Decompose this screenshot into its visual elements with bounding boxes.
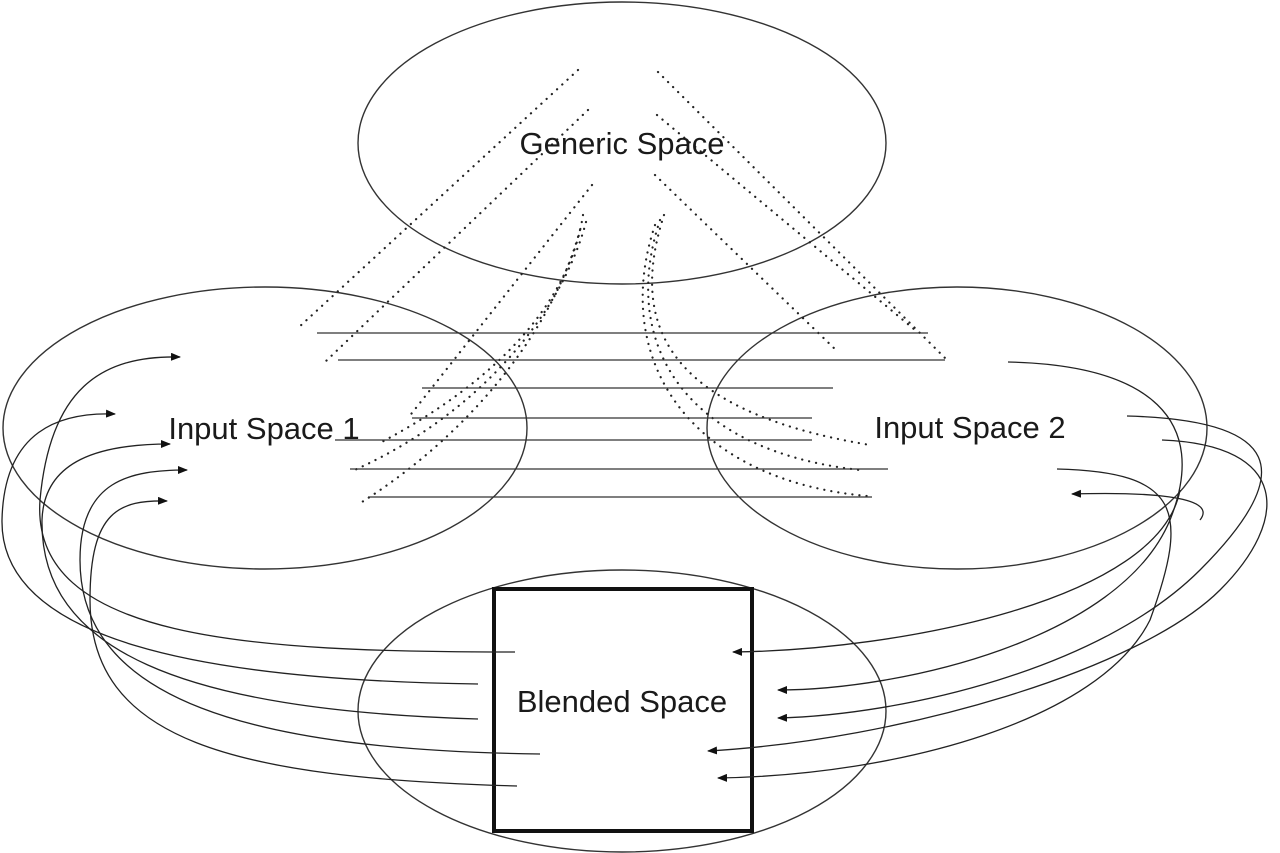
projection-arrow xyxy=(79,466,541,755)
input-space-1-ellipse xyxy=(2,286,528,570)
blended-space-box xyxy=(492,587,754,833)
generic-projection-line xyxy=(647,218,862,472)
generic-projection-line xyxy=(348,220,588,474)
projection-arrow xyxy=(732,489,1181,656)
generic-space-label: Generic Space xyxy=(519,126,724,161)
projection-arrow xyxy=(777,415,1263,722)
projection-arrow xyxy=(41,440,479,720)
input1-to-blend-projections xyxy=(1,352,541,787)
generic-projection-line xyxy=(296,68,580,330)
generic-projection-line xyxy=(376,213,585,446)
generic-projection-line xyxy=(406,183,594,420)
input-space-1-label: Input Space 1 xyxy=(168,411,359,446)
blended-space-ellipse xyxy=(357,569,887,853)
generic-projection-line xyxy=(655,113,917,332)
projection-arrow xyxy=(1071,489,1204,521)
generic-space-ellipse xyxy=(357,1,887,285)
generic-projections xyxy=(296,68,947,504)
input2-to-blend-projections xyxy=(707,361,1268,782)
projection-arrow xyxy=(717,468,1172,782)
projection-arrow xyxy=(707,439,1268,755)
blended-space-label: Blended Space xyxy=(517,684,727,719)
projection-arrow xyxy=(777,361,1183,694)
cross-space-mappings xyxy=(317,332,945,498)
generic-projection-line xyxy=(651,213,872,447)
projection-arrow xyxy=(89,496,518,787)
input2-short-arrows xyxy=(1071,489,1204,521)
projection-arrow xyxy=(39,352,516,653)
generic-projection-line xyxy=(656,70,947,360)
input-space-2-label: Input Space 2 xyxy=(874,410,1065,445)
projection-arrow xyxy=(1,409,479,685)
input-space-2-ellipse xyxy=(706,286,1208,570)
generic-projection-line xyxy=(360,228,582,504)
generic-projection-line xyxy=(653,173,840,354)
